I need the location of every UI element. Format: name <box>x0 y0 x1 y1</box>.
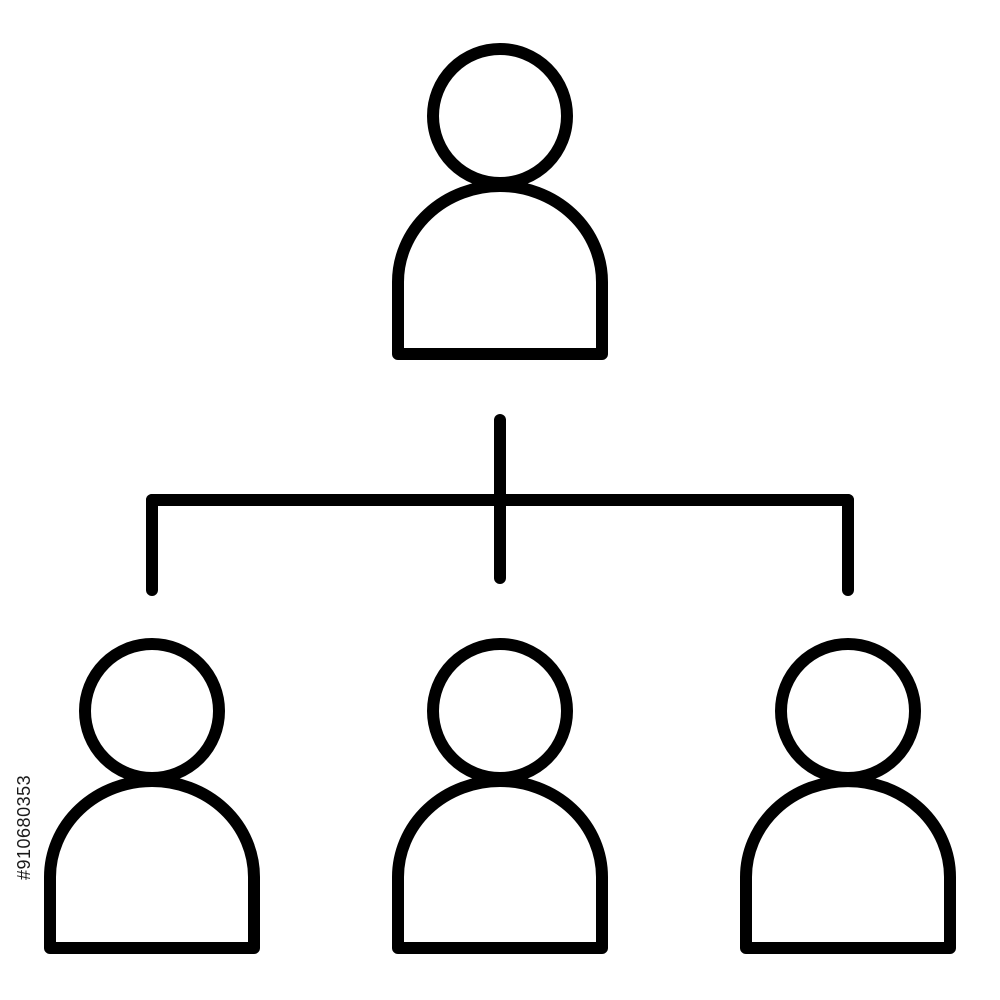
top-person-body <box>392 180 608 360</box>
right-person-head <box>775 638 921 784</box>
center-person-head <box>427 638 573 784</box>
right-person-icon <box>740 638 956 954</box>
center-person-icon <box>392 638 608 954</box>
top-person-head <box>427 43 573 189</box>
left-person-icon <box>44 638 260 954</box>
right-person-body <box>740 775 956 954</box>
left-person-body <box>44 775 260 954</box>
hierarchy-connectors <box>146 414 854 596</box>
top-person-icon <box>392 43 608 360</box>
stock-id-watermark: #910680353 <box>14 774 34 880</box>
left-person-head <box>79 638 225 784</box>
center-person-body <box>392 775 608 954</box>
